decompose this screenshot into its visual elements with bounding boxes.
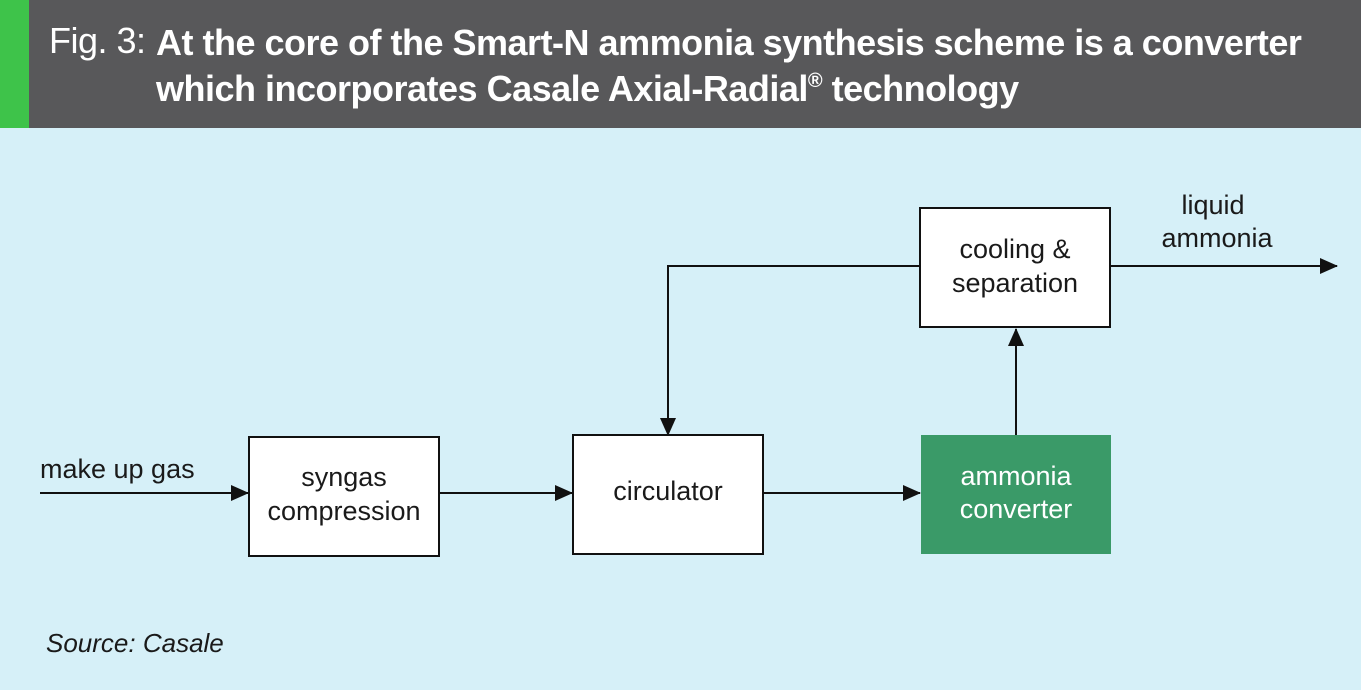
output-label-line2: ammonia <box>1161 223 1273 253</box>
node-cooling-separation-line2: separation <box>952 268 1078 298</box>
header-accent-bar <box>0 0 29 128</box>
node-ammonia-converter-line1: ammonia <box>960 461 1072 491</box>
node-circulator: circulator <box>572 434 764 555</box>
node-ammonia-converter: ammonia converter <box>921 435 1111 554</box>
node-cooling-separation-line1: cooling & <box>959 234 1070 264</box>
figure-number: Fig. 3: <box>49 20 146 61</box>
node-circulator-label: circulator <box>613 476 723 506</box>
source-caption: Source: Casale <box>46 628 224 658</box>
figure-title: At the core of the Smart-N ammonia synth… <box>156 20 1336 112</box>
node-syngas-compression-line1: syngas <box>301 462 387 492</box>
node-syngas-compression-line2: compression <box>267 496 420 526</box>
registered-mark: ® <box>807 70 823 92</box>
figure-title-end: technology <box>822 68 1020 109</box>
figure-title-main: At the core of the Smart-N ammonia synth… <box>156 22 1302 109</box>
node-cooling-separation: cooling & separation <box>919 207 1111 328</box>
output-label-line1: liquid <box>1181 190 1244 220</box>
input-label-make-up-gas: make up gas <box>40 454 195 484</box>
node-syngas-compression: syngas compression <box>248 436 440 557</box>
node-ammonia-converter-line2: converter <box>960 494 1073 524</box>
figure-header: Fig. 3: At the core of the Smart-N ammon… <box>0 0 1361 128</box>
process-flow-diagram: syngas compression circulator ammonia co… <box>40 190 1338 557</box>
edge-cooling-recycle-to-circulator <box>660 265 920 436</box>
